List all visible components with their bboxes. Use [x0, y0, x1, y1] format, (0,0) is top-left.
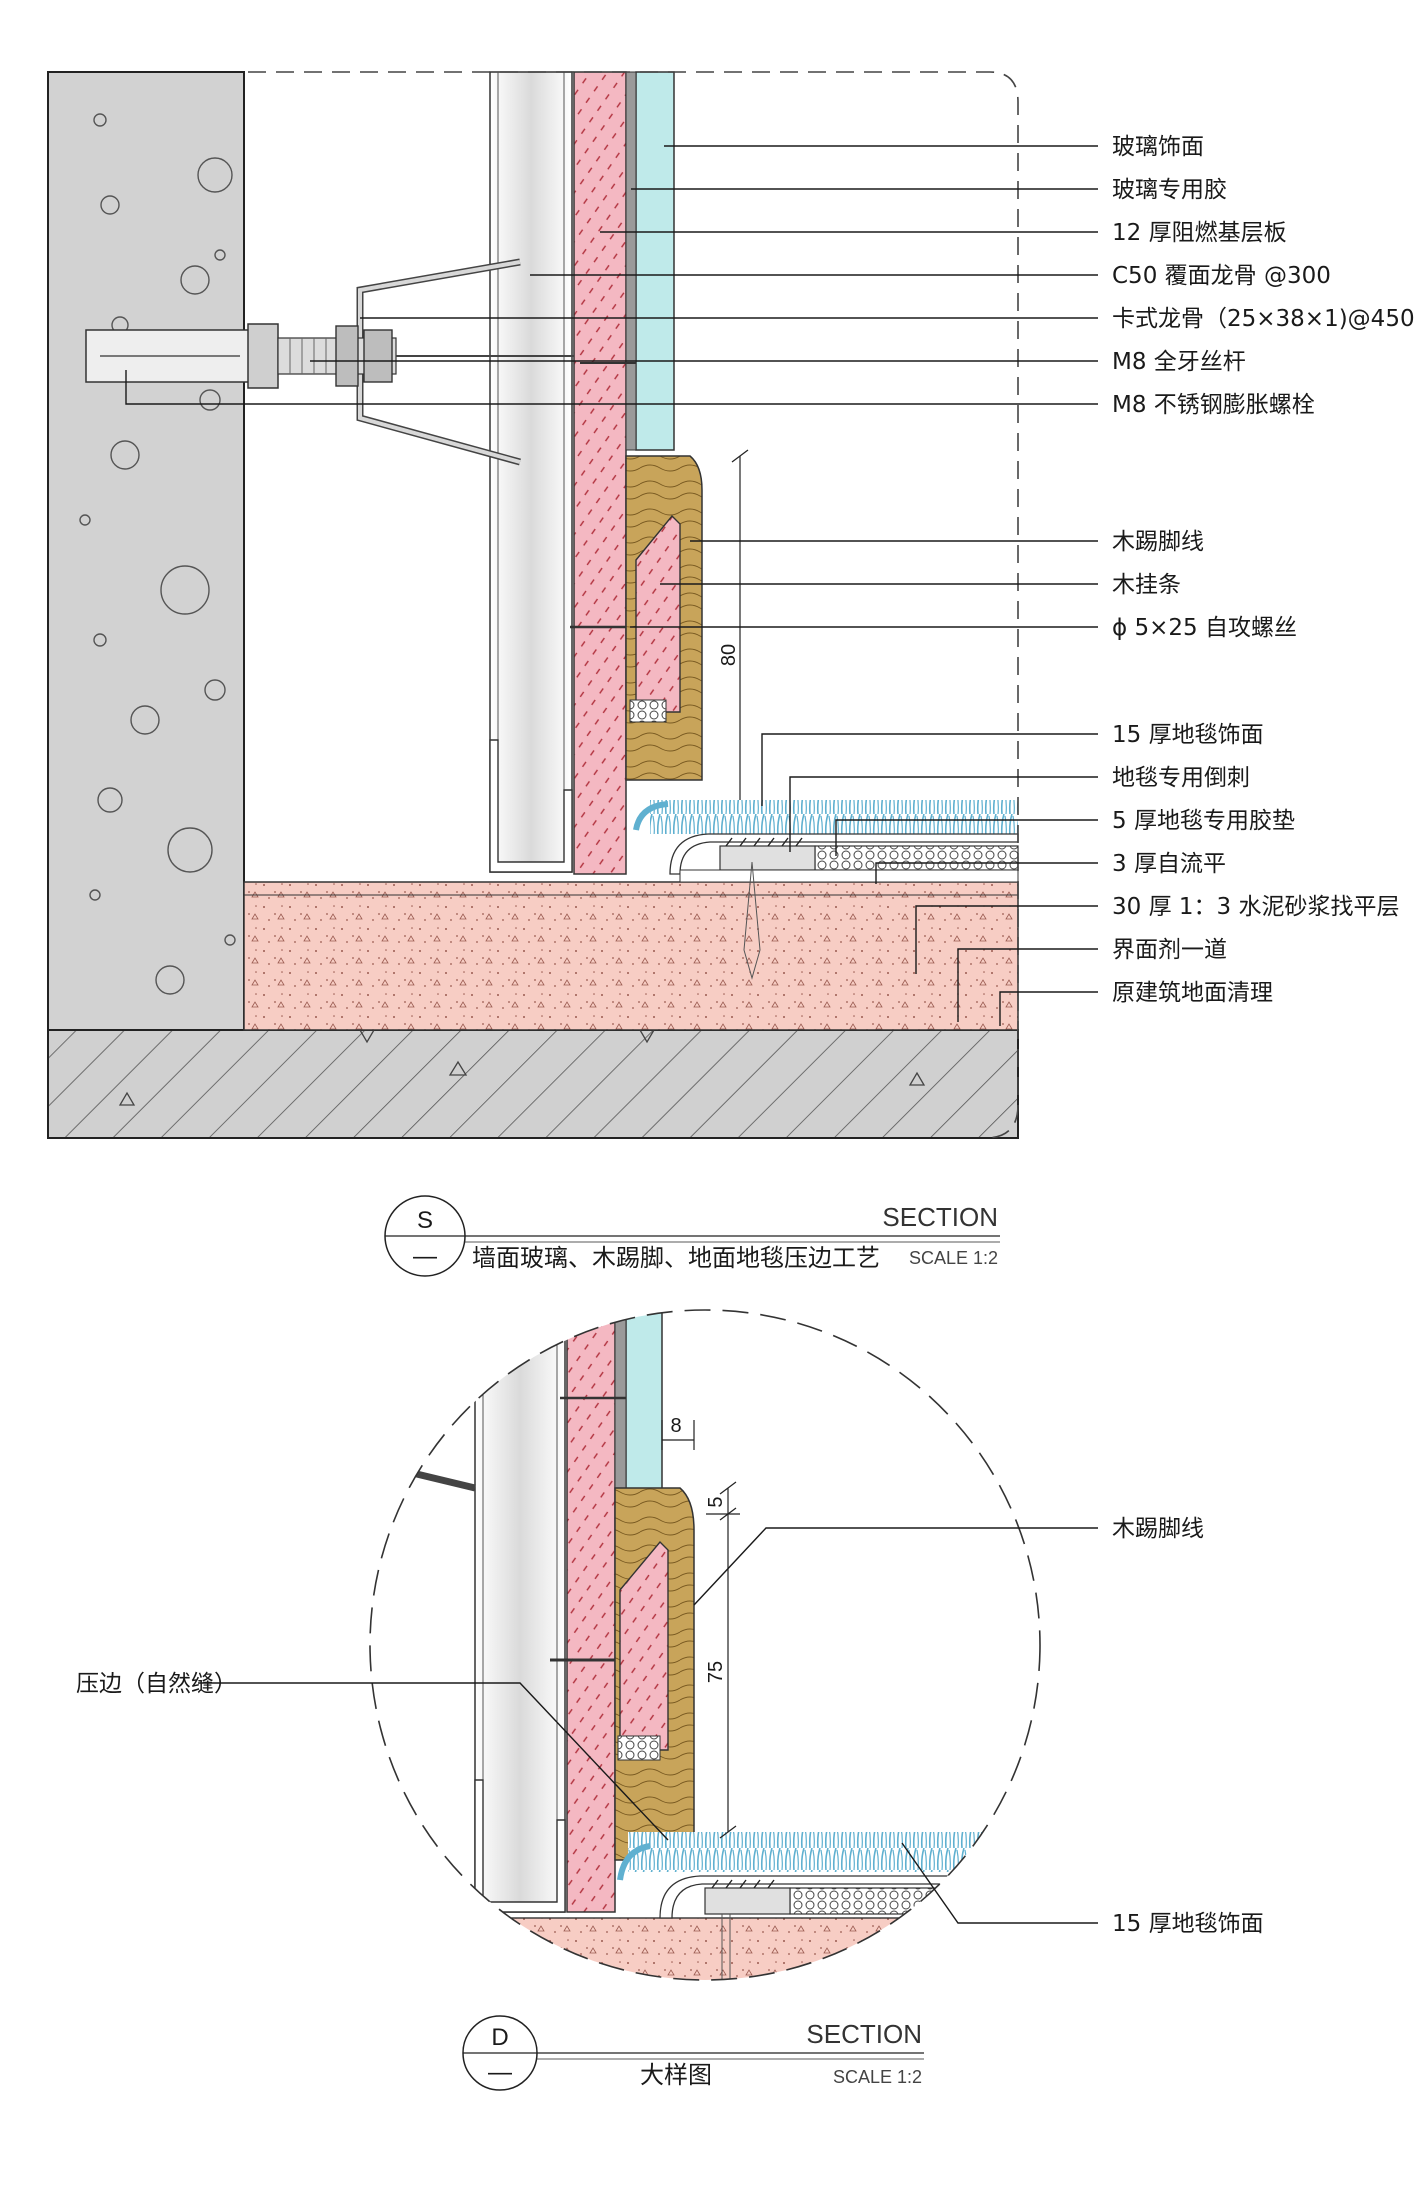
label-c50-keel: C50 覆面龙骨 @300 [1112, 263, 1331, 289]
label-interface-agent: 界面剂一道 [1112, 937, 1227, 963]
section-s-labels: 玻璃饰面 玻璃专用胶 12 厚阻燃基层板 C50 覆面龙骨 @300 卡式龙骨（… [1112, 134, 1415, 1006]
detail-screed [370, 1917, 1040, 1980]
detail-glass [625, 1310, 663, 1491]
label-tapping-screw: ϕ 5×25 自攻螺丝 [1112, 615, 1297, 641]
detail-circle-boundary [369, 1309, 1041, 1981]
label-m8-rod: M8 全牙丝杆 [1112, 349, 1246, 375]
dimension-5-text: 5 [705, 1496, 727, 1507]
section-d-tag-letter: D [491, 2024, 508, 2051]
label-original-floor: 原建筑地面清理 [1112, 980, 1273, 1006]
concrete-wall [47, 71, 245, 1031]
section-s-heading: SECTION [882, 1202, 998, 1232]
section-s-scale: SCALE 1:2 [909, 1248, 998, 1268]
label-carpet-gripper: 地毯专用倒刺 [1112, 765, 1250, 791]
detail-carpet-fiber [628, 1832, 1040, 1872]
label-glass-adhesive: 玻璃专用胶 [1112, 177, 1227, 203]
label-detail-carpet: 15 厚地毯饰面 [1112, 1911, 1264, 1937]
section-s-title-block: S — SECTION 墙面玻璃、木踢脚、地面地毯压边工艺 SCALE 1:2 [384, 1195, 1000, 1277]
wood-batten [635, 514, 681, 713]
carpet-pad [814, 845, 1019, 871]
detail-batten [619, 1540, 669, 1751]
label-carpet-pad: 5 厚地毯专用胶垫 [1112, 808, 1295, 834]
label-natural-joint: 压边（自然缝） [76, 1671, 237, 1697]
screed-layer [243, 881, 1019, 1031]
label-wood-batten: 木挂条 [1112, 572, 1181, 598]
label-wood-skirting: 木踢脚线 [1112, 529, 1204, 555]
label-screed: 30 厚 1：3 水泥砂浆找平层 [1112, 894, 1399, 920]
detail-stud [474, 1310, 566, 1913]
label-card-keel: 卡式龙骨（25×38×1)@450 [1112, 306, 1415, 332]
dimension-75-text: 75 [705, 1661, 727, 1683]
section-d-heading: SECTION [806, 2019, 922, 2049]
detail-board [566, 1310, 616, 1913]
section-d-drawing: 8 5 75 [369, 1309, 1041, 1981]
section-s-tag-sub: — [413, 1243, 437, 1270]
aggregate-marks [79, 113, 236, 995]
label-self-leveling: 3 厚自流平 [1112, 851, 1226, 877]
carpet-fiber [650, 800, 1018, 834]
dimension-80 [731, 449, 749, 815]
c50-stud [489, 71, 573, 873]
detail-boundary [248, 71, 1019, 1139]
section-s-title: 墙面玻璃、木踢脚、地面地毯压边工艺 [472, 1244, 880, 1272]
section-d-scale: SCALE 1:2 [833, 2067, 922, 2087]
expansion-bolt [85, 323, 574, 389]
dimension-80-text: 80 [718, 644, 740, 666]
label-base-board: 12 厚阻燃基层板 [1112, 220, 1287, 246]
base-board [573, 71, 627, 875]
label-glass-finish: 玻璃饰面 [1112, 134, 1204, 160]
section-s-leaders [125, 145, 1098, 1026]
glass-layer [635, 71, 675, 451]
label-m8-bolt: M8 不锈钢膨胀螺栓 [1112, 392, 1315, 418]
section-d-tag-sub: — [488, 2059, 512, 2086]
section-s-drawing: 80 [47, 71, 1019, 1139]
gripper-strip [719, 845, 816, 871]
section-d-title-block: D — SECTION 大样图 SCALE 1:2 [462, 2015, 924, 2091]
section-d-title: 大样图 [640, 2061, 712, 2089]
base-slab [47, 1029, 1019, 1139]
detail-dimensions [661, 1420, 740, 1839]
label-detail-skirting: 木踢脚线 [1112, 1516, 1204, 1542]
dimension-8-text: 8 [670, 1415, 681, 1437]
label-carpet-finish: 15 厚地毯饰面 [1112, 722, 1264, 748]
section-d-leaders [198, 1527, 1098, 1924]
section-s-tag-letter: S [417, 1207, 433, 1234]
